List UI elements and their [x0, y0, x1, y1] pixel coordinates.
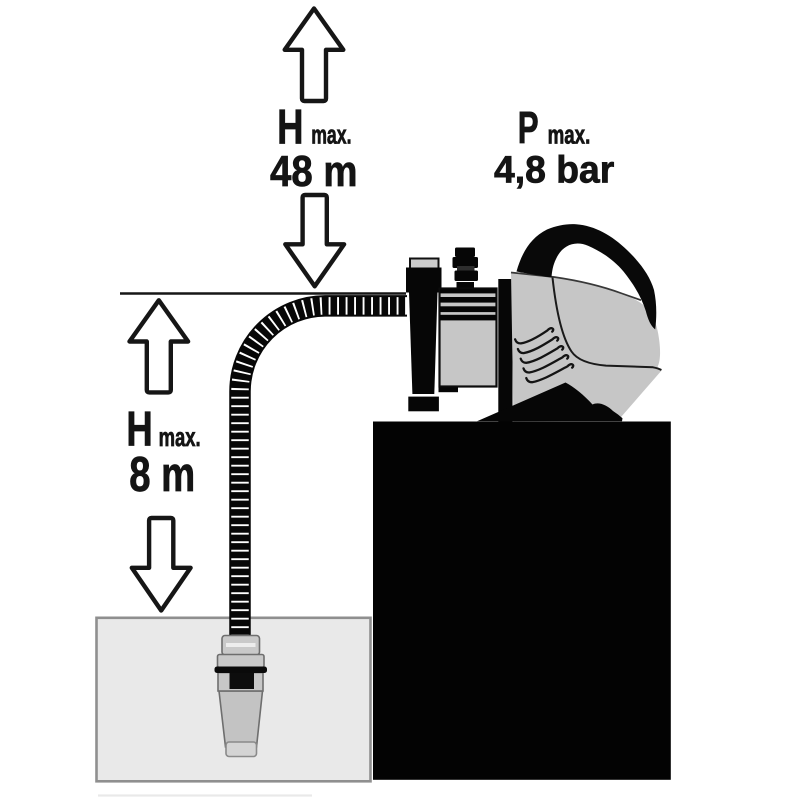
svg-text:max.: max.	[548, 120, 591, 150]
svg-text:H: H	[277, 100, 303, 154]
svg-text:48 m: 48 m	[270, 148, 357, 196]
svg-text:P: P	[518, 102, 539, 153]
svg-text:8 m: 8 m	[129, 447, 195, 502]
svg-text:max.: max.	[159, 422, 201, 452]
svg-text:max.: max.	[311, 120, 351, 150]
svg-text:H: H	[126, 403, 152, 457]
svg-text:4,8 bar: 4,8 bar	[494, 150, 614, 192]
